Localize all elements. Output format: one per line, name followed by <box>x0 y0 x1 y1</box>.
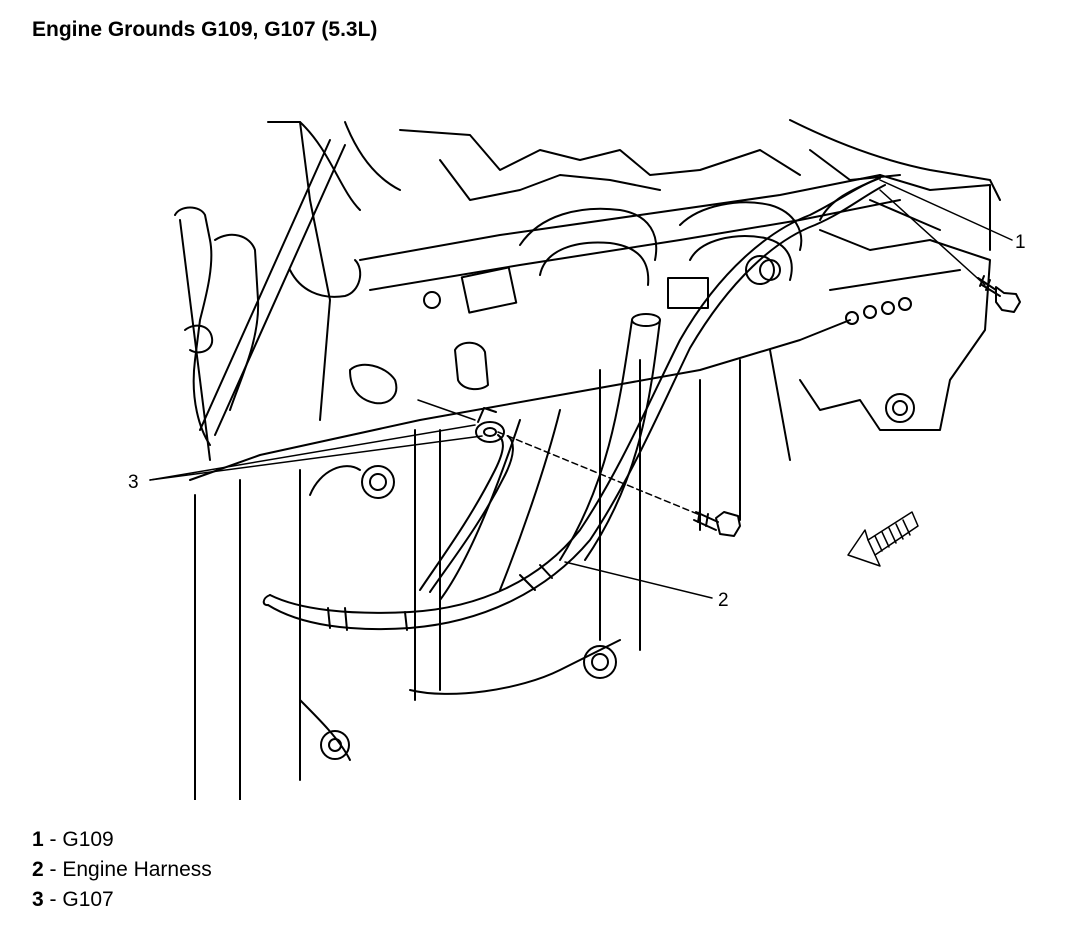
bolt-icon <box>977 275 1021 313</box>
legend-item: 2 - Engine Harness <box>32 855 212 885</box>
legend-separator: - <box>43 828 63 851</box>
callout-number-3: 3 <box>128 472 139 493</box>
callout-number-1: 1 <box>1015 232 1026 253</box>
engine-block <box>174 119 1001 800</box>
bolt-icon <box>693 509 741 537</box>
legend-number: 1 <box>32 828 44 851</box>
engine-harness <box>262 177 886 631</box>
engine-illustration <box>149 119 1021 800</box>
legend-separator: - <box>43 888 63 911</box>
callout-leaders <box>149 179 1013 599</box>
legend-label: G109 <box>62 828 114 851</box>
legend: 1 - G109 2 - Engine Harness 3 - G107 <box>32 825 212 915</box>
legend-number: 3 <box>32 888 44 911</box>
page-title: Engine Grounds G109, G107 (5.3L) <box>32 18 378 41</box>
front-direction-arrow-icon <box>847 511 919 567</box>
legend-item: 1 - G109 <box>32 825 212 855</box>
legend-separator: - <box>43 858 63 881</box>
legend-item: 3 - G107 <box>32 885 212 915</box>
legend-label: Engine Harness <box>62 858 212 881</box>
legend-label: G107 <box>62 888 114 911</box>
callout-number-2: 2 <box>718 590 729 611</box>
legend-number: 2 <box>32 858 44 881</box>
